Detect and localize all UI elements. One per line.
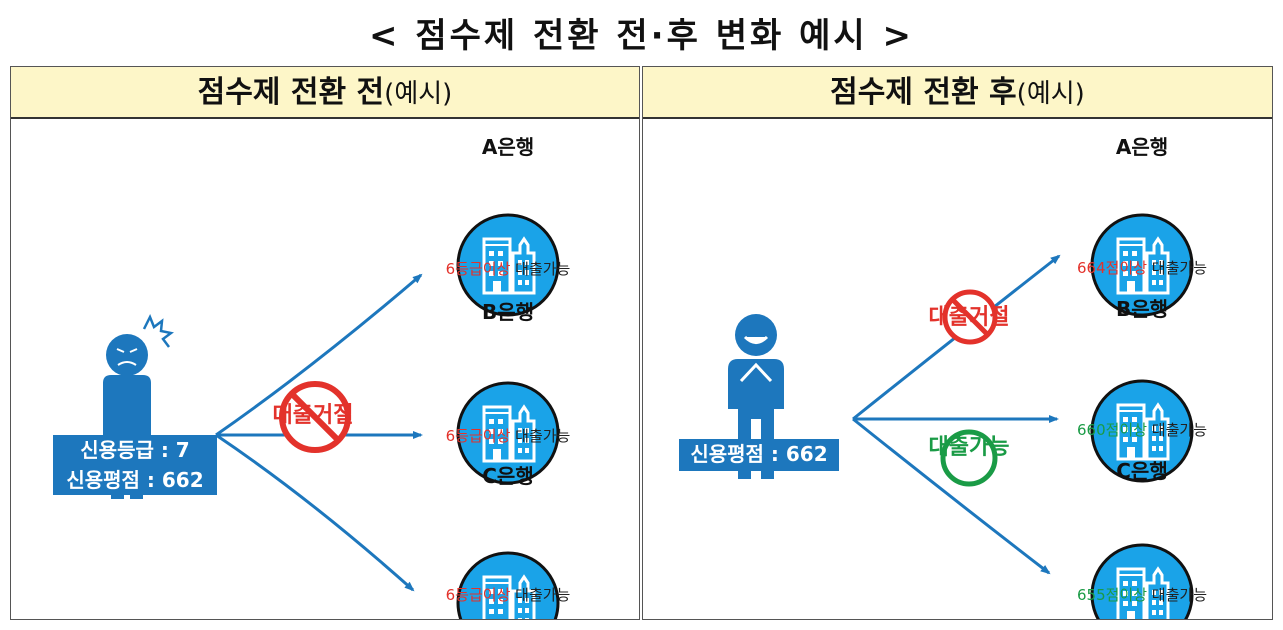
bank-c-name: C은행 bbox=[1116, 459, 1168, 483]
before-verdict-label: 대출거절 bbox=[272, 403, 354, 428]
bank-a-threshold: 664점이상 bbox=[1076, 259, 1148, 277]
panel-before-header-paren: (예시) bbox=[384, 79, 453, 109]
panel-after-header-main: 점수제 전환 후 bbox=[830, 75, 1017, 110]
panel-before-header: 점수제 전환 전(예시) bbox=[11, 67, 639, 119]
panel-before-header-main: 점수제 전환 전 bbox=[197, 75, 385, 110]
credit-grade-text: 신용등급 : 7 bbox=[80, 438, 190, 462]
bank-a-condition: 6등급이상 대출가능 bbox=[408, 258, 608, 279]
credit-score-text: 신용평점 : 662 bbox=[66, 468, 204, 492]
after-credit-badge: 신용평점 : 662 bbox=[679, 439, 839, 471]
bank-b-condition: 660점이상 대출가능 bbox=[1042, 419, 1242, 440]
arrow-to-bank-a bbox=[215, 273, 423, 437]
bank-a-threshold: 6등급이상 bbox=[445, 260, 511, 278]
before-credit-badge: 신용등급 : 7 신용평점 : 662 bbox=[53, 435, 217, 495]
bank-b-name: B은행 bbox=[481, 300, 535, 324]
bank-c-condition: 6등급이상 대출가능 bbox=[408, 584, 608, 605]
prohibited-icon bbox=[279, 381, 351, 453]
bank-c-result: 대출가능 bbox=[515, 586, 571, 604]
bank-a-condition: 664점이상 대출가능 bbox=[1042, 257, 1242, 278]
bank-c-name: C은행 bbox=[482, 464, 534, 488]
panel-after-header-paren: (예시) bbox=[1016, 79, 1085, 109]
panel-after-conversion: 점수제 전환 후(예시) 대출거절 대출가능 신용평점 : 662 bbox=[642, 66, 1273, 620]
bank-b-name: B은행 bbox=[1115, 297, 1169, 321]
after-reject-label: 대출거절 bbox=[928, 305, 1010, 330]
arrow-to-bank-c bbox=[852, 417, 1051, 575]
credit-score-text: 신용평점 : 662 bbox=[690, 442, 828, 466]
bank-c-threshold: 6등급이상 bbox=[445, 586, 511, 604]
bank-c-result: 대출가능 bbox=[1151, 586, 1207, 604]
bank-a-result: 대출가능 bbox=[515, 260, 571, 278]
bank-a-result: 대출가능 bbox=[1151, 259, 1207, 277]
after-diagram bbox=[728, 213, 1194, 619]
bank-b-threshold: 6등급이상 bbox=[445, 427, 511, 445]
bank-b-threshold: 660점이상 bbox=[1076, 421, 1148, 439]
bank-c-condition: 655점이상 대출가능 bbox=[1042, 584, 1242, 605]
after-approve-label: 대출가능 bbox=[928, 435, 1010, 460]
page-title: < 점수제 전환 전·후 변화 예시 > bbox=[369, 16, 914, 56]
bank-c-building-icon bbox=[1090, 543, 1194, 619]
bank-a-name: A은행 bbox=[481, 135, 535, 159]
bank-b-result: 대출가능 bbox=[1151, 421, 1207, 439]
bank-b-condition: 6등급이상 대출가능 bbox=[408, 425, 608, 446]
prohibited-icon bbox=[942, 289, 998, 345]
panel-before-conversion: 점수제 전환 전(예시) 대출거절 신용등급 : 7 신용평점 : 662 A은… bbox=[10, 66, 640, 620]
bank-c-threshold: 655점이상 bbox=[1076, 586, 1148, 604]
panel-after-header: 점수제 전환 후(예시) bbox=[643, 67, 1272, 119]
arrow-to-bank-c bbox=[215, 433, 415, 592]
bank-a-name: A은행 bbox=[1115, 135, 1169, 159]
before-diagram bbox=[103, 213, 560, 619]
approved-circle-icon bbox=[940, 429, 998, 487]
bank-b-result: 대출가능 bbox=[515, 427, 571, 445]
